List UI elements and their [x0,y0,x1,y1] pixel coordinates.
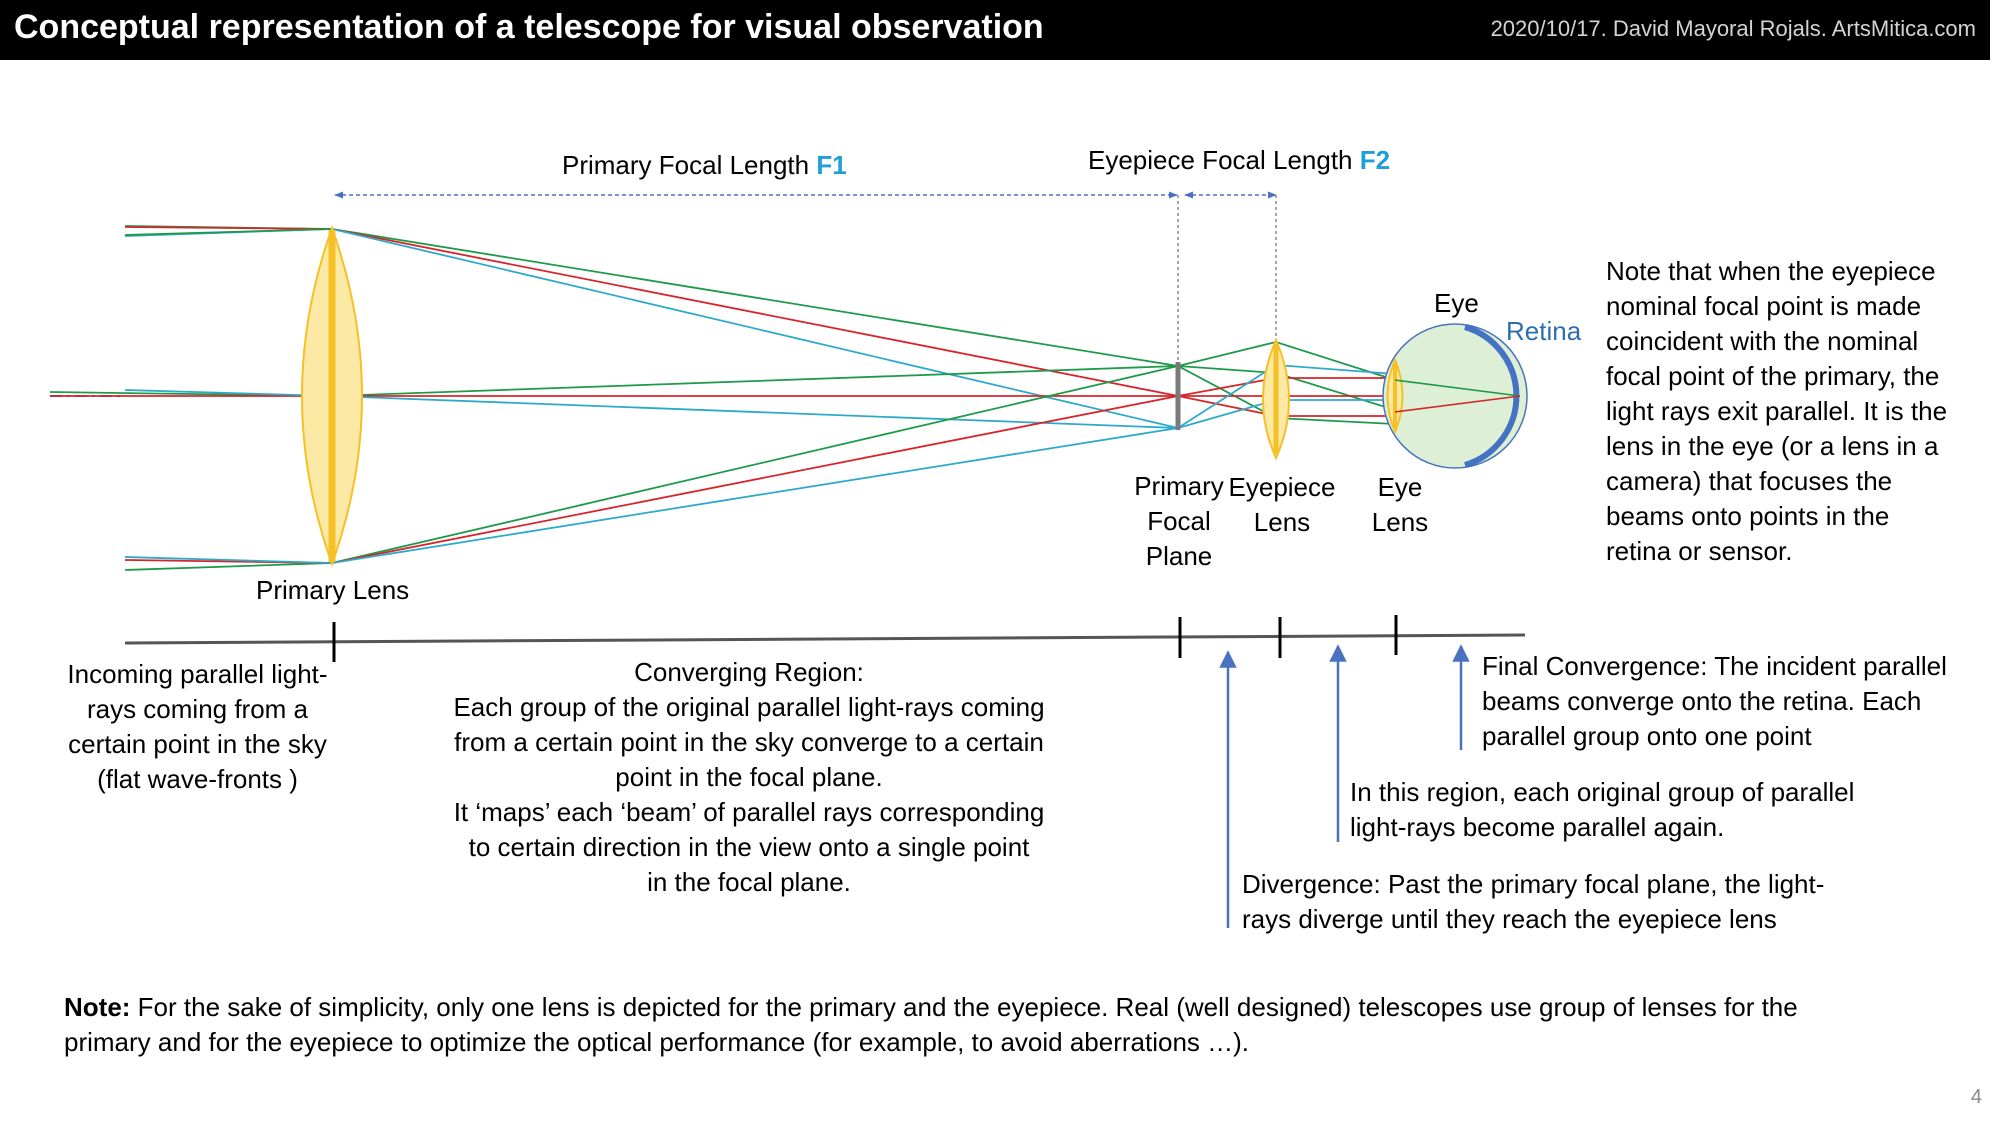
region-baseline [124,615,1526,662]
eye-label: Eye [1434,288,1479,318]
primary-lens-label: Primary Lens [256,575,410,605]
footer-note: Note: For the sake of simplicity, only o… [64,992,1798,1057]
ray-cyan [124,427,1179,564]
eyepiece-lens [1262,337,1290,461]
slide-number: 4 [1970,1086,1982,1108]
f2-symbol: F2 [1359,145,1391,175]
page-title: Conceptual representation of a telescope… [14,8,1044,46]
ray-green [124,225,1179,367]
side-note: Note that when the eyepiece nominal foca… [1606,256,1948,566]
ray-cyan [124,228,1179,429]
eyeball [1382,323,1528,469]
rays-top [124,225,1179,429]
eyepiece-lens-label: Eyepiece Lens [1228,472,1336,537]
parallel-region-text: In this region, each original group of p… [1350,777,1855,842]
converging-region-text: Converging Region: Each group of the ori… [453,657,1045,897]
author-credit: 2020/10/17. David Mayoral Rojals. ArtsMi… [1490,16,1976,41]
primary-lens [301,225,363,567]
eyepiece-focal-length-label: Eyepiece Focal Length F2 [1088,145,1391,175]
incoming-region-text: Incoming parallel light- rays coming fro… [67,659,328,794]
eye-lens-label: Eye Lens [1371,472,1429,537]
ray-red [124,395,1179,564]
ray-green-2 [124,228,333,236]
footer-note-label: Note: [64,992,131,1022]
rays-middle [49,365,1179,429]
final-convergence-text: Final Convergence: The incident parallel… [1482,651,1947,751]
primary-focal-length-label: Primary Focal Length F1 [562,150,847,180]
region-pointer-arrows [1219,644,1470,928]
ray-red [124,226,1179,397]
ray-green [49,365,1179,397]
title-bar: Conceptual representation of a telescope… [0,0,1990,60]
f1-symbol: F1 [816,150,847,180]
eye [1382,323,1528,469]
focal-length-dimensions [334,191,1277,362]
retina-label: Retina [1506,316,1582,346]
divergence-region-text: Divergence: Past the primary focal plane… [1242,869,1825,934]
primary-focal-plane-label: Primary Focal Plane [1134,471,1224,571]
